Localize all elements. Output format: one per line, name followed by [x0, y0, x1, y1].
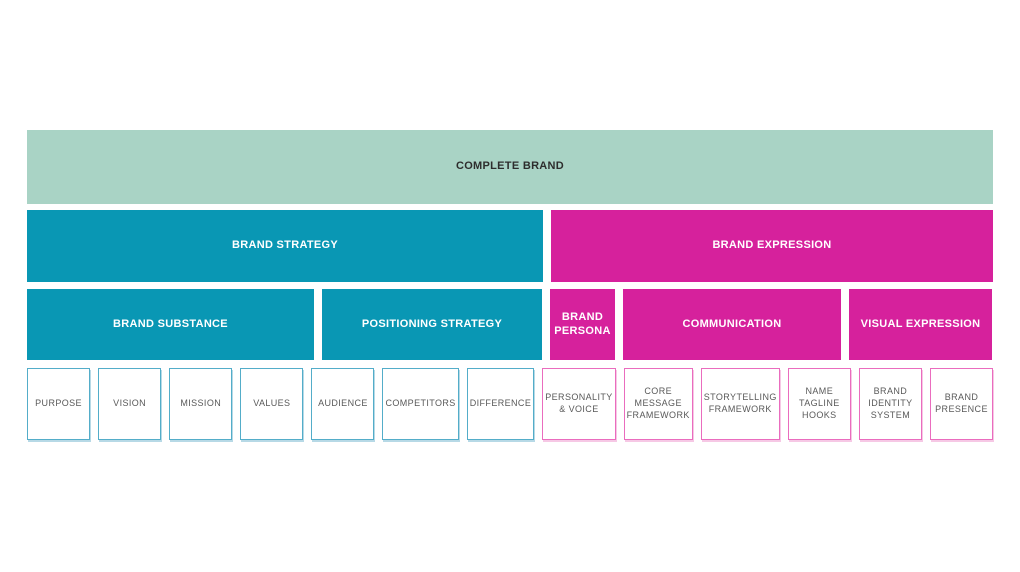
node-purpose: PURPOSE — [27, 368, 91, 440]
node-positioning-strategy: POSITIONING STRATEGY — [322, 289, 542, 360]
node-storytelling-framework: STORYTELLING FRAMEWORK — [700, 368, 780, 440]
level4-row: PURPOSE VISION MISSION VALUES AUDIENCE C… — [27, 368, 994, 440]
node-brand-substance: BRAND SUBSTANCE — [27, 289, 314, 360]
node-values: VALUES — [240, 368, 304, 440]
node-visual-expression: VISUAL EXPRESSION — [849, 289, 992, 360]
node-core-message-framework: CORE MESSAGE FRAMEWORK — [623, 368, 693, 440]
node-difference: DIFFERENCE — [466, 368, 535, 440]
node-name-tagline-hooks: NAME TAGLINE HOOKS — [787, 368, 851, 440]
node-competitors: COMPETITORS — [382, 368, 459, 440]
node-complete-brand: COMPLETE BRAND — [27, 130, 993, 204]
node-brand-presence: BRAND PRESENCE — [929, 368, 994, 440]
level2-row: BRAND STRATEGY BRAND EXPRESSION — [27, 210, 993, 282]
node-brand-persona: BRAND PERSONA — [550, 289, 615, 360]
node-audience: AUDIENCE — [311, 368, 375, 440]
node-brand-identity-system: BRAND IDENTITY SYSTEM — [858, 368, 922, 440]
node-communication: COMMUNICATION — [623, 289, 841, 360]
node-brand-strategy: BRAND STRATEGY — [27, 210, 543, 282]
level3-row: BRAND SUBSTANCE POSITIONING STRATEGY BRA… — [27, 289, 993, 360]
node-brand-expression: BRAND EXPRESSION — [551, 210, 993, 282]
root-row: COMPLETE BRAND — [27, 130, 993, 204]
brand-structure-diagram: COMPLETE BRAND BRAND STRATEGY BRAND EXPR… — [27, 130, 994, 440]
node-vision: VISION — [98, 368, 162, 440]
node-personality-voice: PERSONALITY & VOICE — [542, 368, 616, 440]
node-mission: MISSION — [169, 368, 233, 440]
